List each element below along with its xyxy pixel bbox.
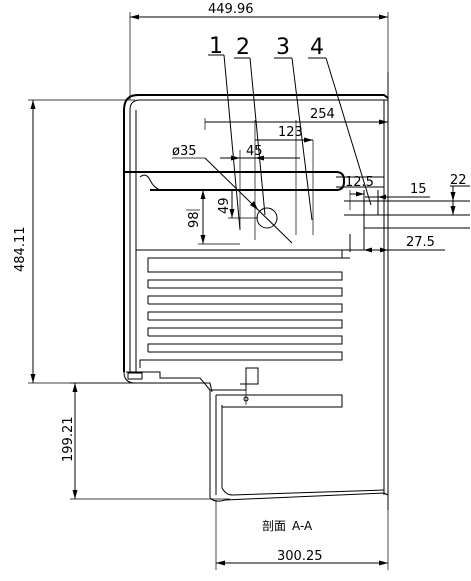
dim-lower-height: 199.21 — [61, 382, 230, 500]
lower-bracket — [126, 367, 389, 502]
dim-27-5-text: 27.5 — [406, 235, 435, 250]
inner-centerlines — [186, 120, 314, 240]
dim-hole-diameter-text: ø35 — [172, 144, 197, 159]
dim-45-text: 45 — [246, 144, 263, 159]
dim-254: 254 — [204, 107, 388, 130]
dim-27-5: 27.5 — [349, 234, 445, 253]
dim-overall-width-text: 449.96 — [208, 2, 254, 17]
balloon-1-label: 1 — [209, 34, 223, 59]
dim-12-5-text: 12.5 — [345, 175, 374, 190]
dim-98: 98 — [187, 190, 240, 245]
section-caption: 剖面 A-A — [262, 519, 313, 533]
section-label: A-A — [292, 519, 313, 533]
dim-15-text: 15 — [410, 182, 427, 197]
dim-overall-height-text: 484.11 — [13, 227, 28, 273]
dim-49: 49 — [217, 190, 258, 219]
right-detail — [344, 190, 470, 250]
dim-254-text: 254 — [310, 107, 335, 122]
shelf-lip — [124, 171, 384, 191]
fin-stack — [135, 249, 388, 368]
dim-hole-diameter: ø35 — [172, 144, 293, 244]
balloon-4: 4 — [308, 35, 372, 206]
dim-123-text: 123 — [278, 125, 303, 140]
balloon-3-label: 3 — [276, 35, 290, 60]
dim-lower-height-text: 199.21 — [61, 417, 76, 463]
section-prefix: 剖面 — [262, 519, 286, 533]
dim-22-text: 22 — [450, 173, 467, 188]
dim-98-text: 98 — [187, 211, 202, 228]
dim-overall-height: 484.11 — [13, 99, 135, 384]
dim-base-width: 300.25 — [215, 500, 389, 570]
dim-123: 123 — [255, 125, 313, 143]
dim-overall-width: 449.96 — [129, 2, 389, 100]
dim-12-5: 12.5 — [345, 175, 374, 197]
cabinet-outline — [123, 72, 389, 510]
dim-base-width-text: 300.25 — [277, 549, 323, 564]
dim-49-text: 49 — [217, 197, 232, 214]
balloon-2: 2 — [234, 35, 266, 216]
dim-15: 15 — [365, 182, 430, 200]
balloon-1: 1 — [208, 34, 241, 231]
dim-22: 22 — [450, 173, 470, 215]
balloon-3: 3 — [274, 35, 313, 221]
balloon-4-label: 4 — [310, 35, 324, 60]
balloon-2-label: 2 — [236, 35, 250, 60]
